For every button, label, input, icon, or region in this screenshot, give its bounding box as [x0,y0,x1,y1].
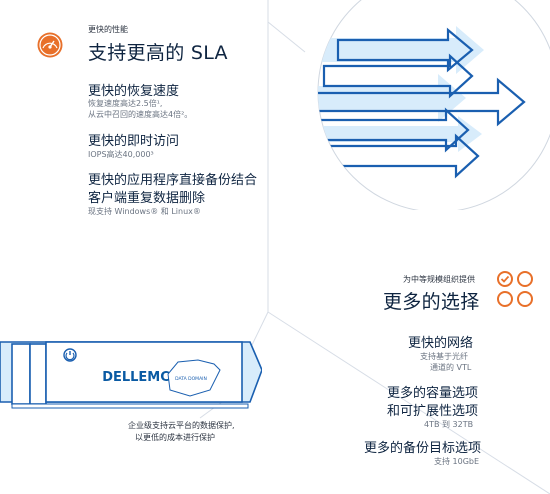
perf-item-3-title: 更快的应用程序直接备份结合 [88,173,258,188]
perf-item-1-line-1: 恢复速度高达2.5倍¹, [88,99,163,108]
appliance-caption-line-2: 以更低的成本进行保护 [135,433,215,442]
perf-item-3-title-2: 客户端重复数据删除 [88,191,206,206]
perf-item-3-line-1: 现支持 Windows® 和 Linux® [88,207,201,216]
appliance-caption-line-1: 企业级支持云平台的数据保护, [128,421,235,430]
gauge-icon [36,31,64,63]
performance-kicker: 更快的性能 [88,25,128,34]
choice-item-1-line-1: 支持基于光纤 [420,352,468,361]
perf-item-2-line-1: IOPS高达40,000³ [88,150,154,159]
choice-item-2-title-2: 和可扩展性选项 [387,404,479,419]
choice-item-3-line-1: 支持 10GbE [434,457,480,466]
choice-title: 更多的选择 [383,291,480,313]
performance-title: 支持更高的 SLA [88,42,228,64]
choice-item-2-title: 更多的容量选项 [387,386,479,401]
options-grid-icon [494,268,536,314]
choice-item-3-title: 更多的备份目标选项 [364,441,482,456]
choice-item-1-title: 更快的网络 [408,336,474,351]
choice-kicker: 为中等规模组织提供 [403,275,475,284]
perf-item-1-line-2: 从云中召回的速度高达4倍²。 [88,110,193,119]
appliance-badge: DATA DOMAIN [175,376,207,382]
perf-item-1-title: 更快的恢复速度 [88,84,180,99]
speed-arrows-illustration [317,0,550,210]
appliance-brand: DELLEMC [102,370,170,385]
choice-item-1-line-2: 通道的 VTL [430,363,472,372]
perf-item-2-title: 更快的即时访问 [88,134,180,149]
data-domain-appliance: DATA DOMAIN DELLEMC [0,341,262,409]
choice-item-2-line-1: 4TB 到 32TB [424,420,474,429]
